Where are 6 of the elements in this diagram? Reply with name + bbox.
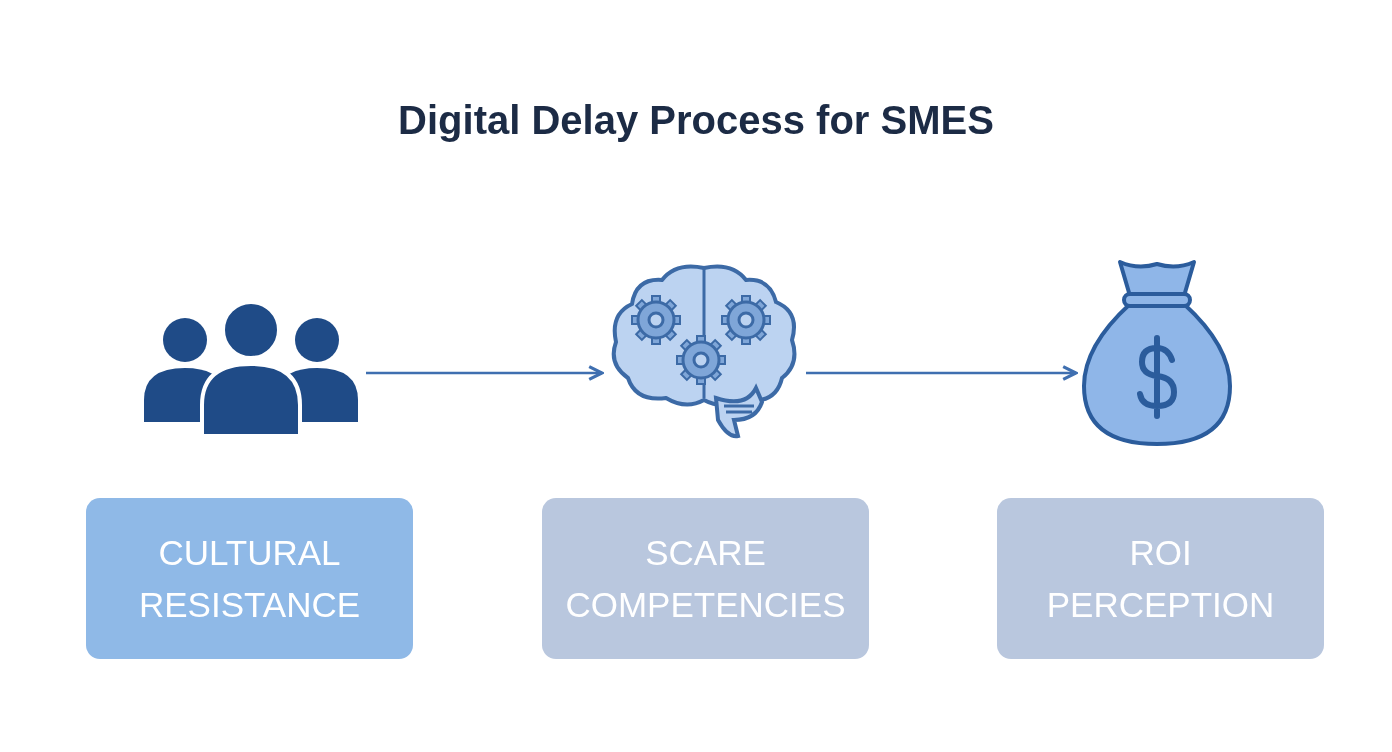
- label-box: ROI PERCEPTION: [997, 498, 1324, 659]
- arrow: [366, 365, 604, 381]
- diagram-title: Digital Delay Process for SMES: [397, 98, 995, 143]
- label-box: SCARE COMPETENCIES: [542, 498, 869, 659]
- label-box: CULTURAL RESISTANCE: [86, 498, 413, 659]
- arrow: [806, 365, 1078, 381]
